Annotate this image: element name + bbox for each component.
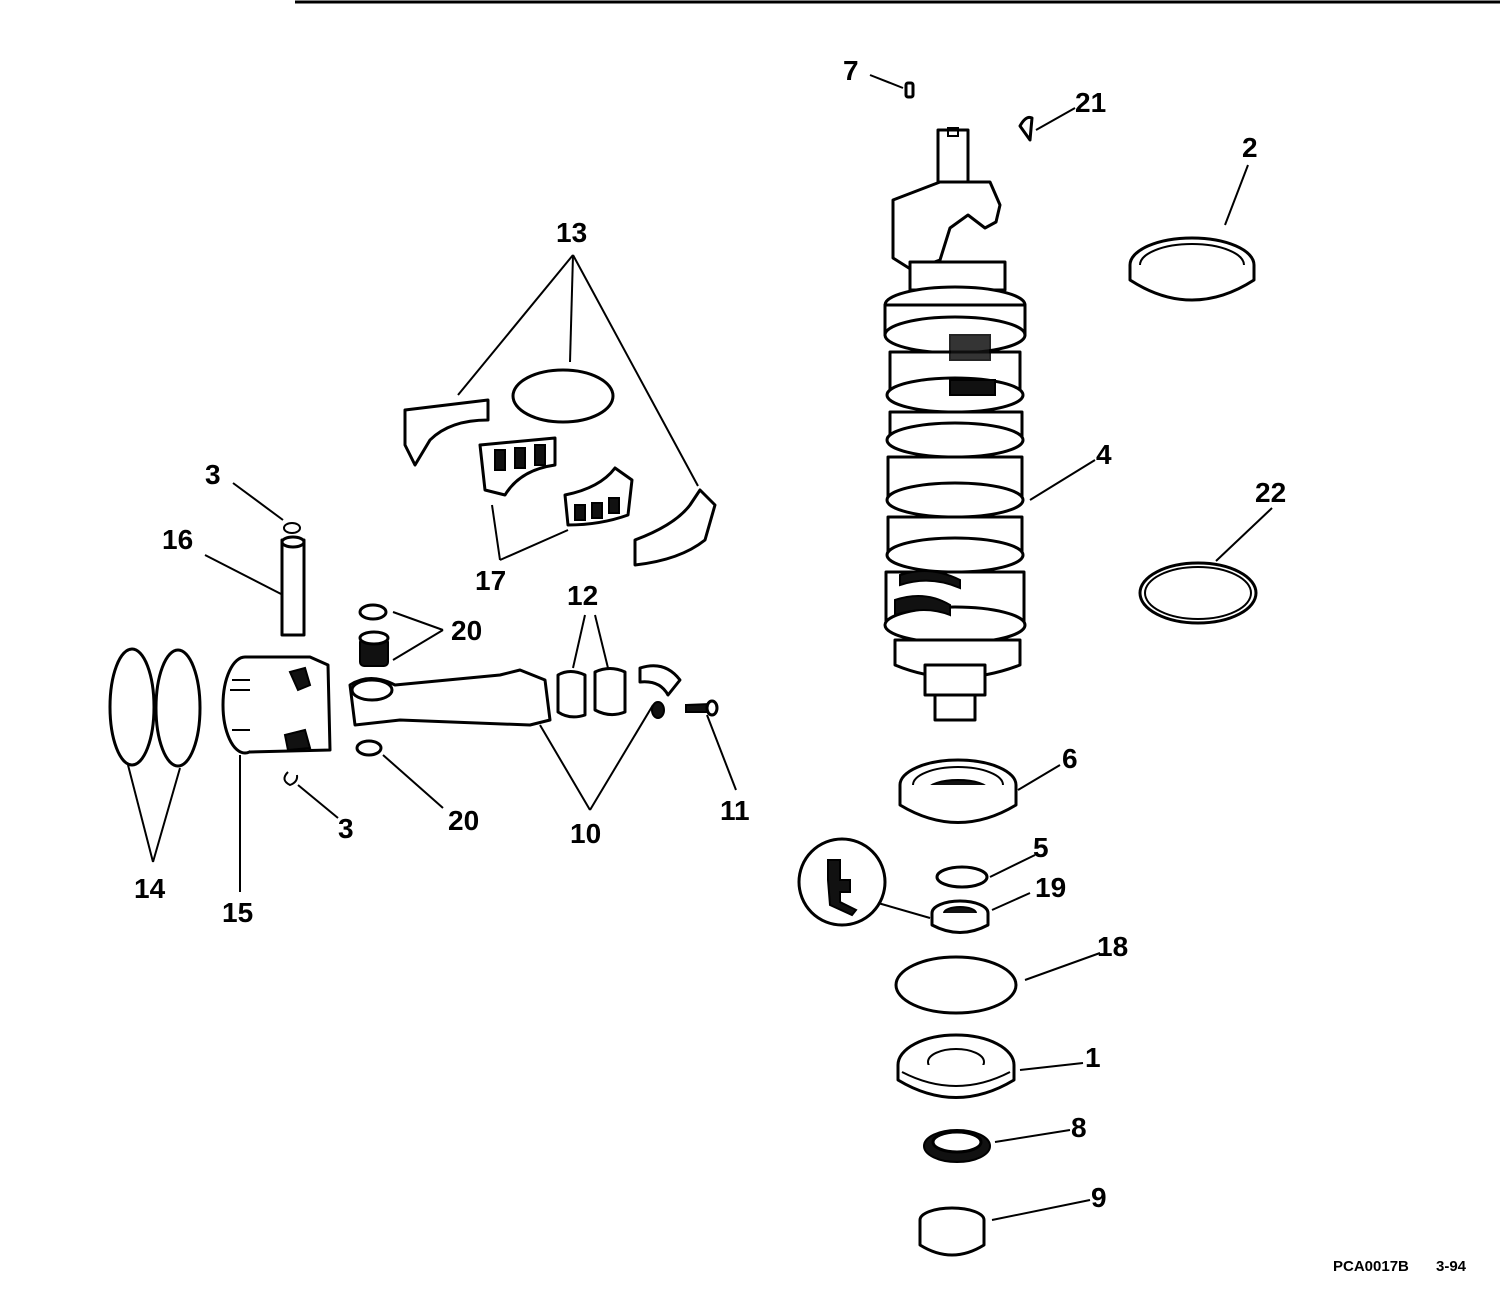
leader-lines [127, 74, 1273, 1221]
needle-cage-parts-17 [478, 436, 634, 527]
pin-retainer-part-3-bottom [283, 771, 299, 787]
callout-3-top: 3 [205, 459, 221, 490]
callout-7: 7 [843, 55, 859, 86]
callout-1: 1 [1085, 1042, 1101, 1073]
callout-15: 15 [222, 897, 253, 928]
o-ring-part-18 [894, 955, 1018, 1015]
callout-labels: 7 21 2 13 4 22 3 16 17 12 20 6 11 20 3 1… [134, 55, 1286, 1213]
connecting-rod-part-10 [348, 664, 682, 727]
seal-part-8 [923, 1129, 991, 1163]
callout-11: 11 [720, 795, 750, 826]
callout-2: 2 [1242, 132, 1258, 163]
callout-9: 9 [1091, 1182, 1107, 1213]
callout-18: 18 [1097, 931, 1128, 962]
callout-6: 6 [1062, 743, 1078, 774]
drawing-code: PCA0017B [1333, 1258, 1409, 1275]
seal-ring-part-2 [1128, 236, 1256, 302]
callout-21: 21 [1075, 87, 1106, 118]
callout-4: 4 [1096, 439, 1112, 470]
needle-bearing-parts-12 [556, 667, 627, 719]
callout-22: 22 [1255, 477, 1286, 508]
drawing-date: 3-94 [1436, 1258, 1467, 1275]
bearing-retainer-part-1 [896, 1033, 1016, 1099]
piston-rings-part-14 [108, 647, 202, 768]
sealant-tube-icon [797, 837, 931, 927]
callout-8: 8 [1071, 1112, 1087, 1143]
callout-5: 5 [1033, 832, 1049, 863]
callout-10: 10 [570, 818, 601, 849]
pin-retainer-part-3-top [283, 522, 301, 534]
crankshaft-part [883, 127, 1027, 722]
screw-part-11 [685, 699, 719, 717]
washer-part-20-top [358, 603, 388, 621]
o-ring-part-22 [1138, 561, 1258, 625]
callout-13: 13 [556, 217, 587, 248]
key-part-7 [904, 81, 915, 99]
callout-12: 12 [567, 580, 598, 611]
woodruff-key-part-21 [1018, 115, 1034, 142]
callout-17: 17 [475, 565, 506, 596]
piston-part-15 [221, 655, 332, 755]
retaining-ring-part-5 [935, 865, 989, 889]
callout-3-bottom: 3 [338, 813, 354, 844]
callout-20-bottom: 20 [448, 805, 479, 836]
seal-part-19 [930, 899, 990, 934]
sleeve-part-9 [918, 1206, 986, 1257]
callout-19: 19 [1035, 872, 1066, 903]
callout-16: 16 [162, 524, 193, 555]
washer-part-20-bottom [355, 739, 383, 757]
piston-pin-part-16 [280, 535, 306, 637]
callout-14: 14 [134, 873, 166, 904]
callout-20-top: 20 [451, 615, 482, 646]
ball-bearing-part-6 [898, 758, 1018, 824]
needle-bearing-part-20 [358, 630, 390, 667]
bearing-race-parts-13 [403, 368, 717, 567]
